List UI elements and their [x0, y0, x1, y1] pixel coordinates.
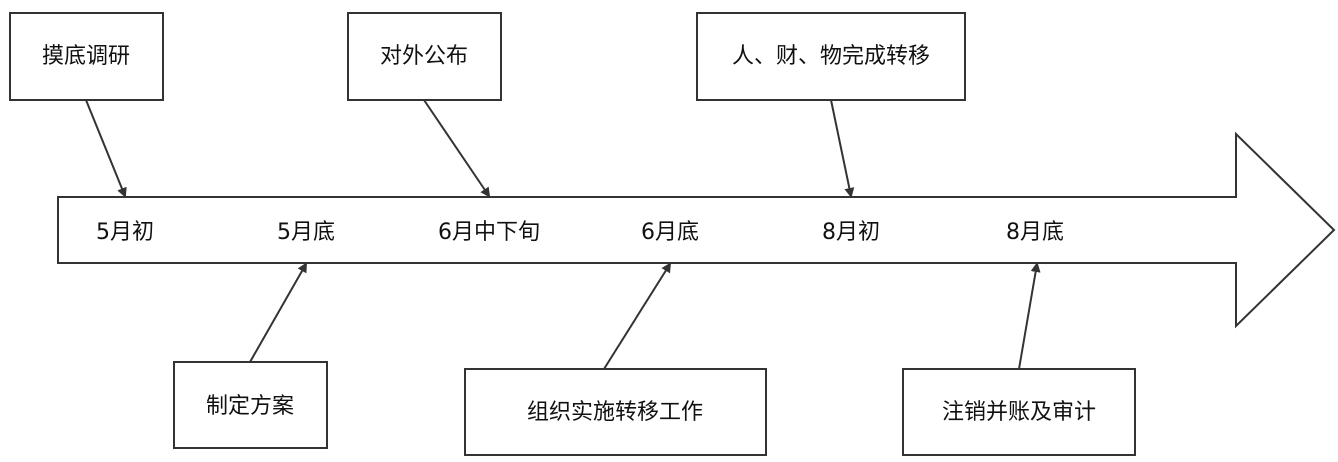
timeline-label-8-early: 8月初 — [822, 220, 880, 245]
connector-arrow-plan — [249, 262, 307, 363]
event-box-audit: 注销并账及审计 — [902, 368, 1136, 456]
event-text-implement: 组织实施转移工作 — [527, 400, 703, 425]
event-box-announce: 对外公布 — [347, 12, 502, 101]
event-box-plan: 制定方案 — [173, 361, 328, 449]
event-text-survey: 摸底调研 — [42, 44, 130, 69]
timeline-label-6-end: 6月底 — [641, 220, 699, 245]
connector-arrow-transfer-complete — [830, 99, 855, 198]
event-box-transfer-complete: 人、财、物完成转移 — [696, 12, 966, 101]
connector-arrow-audit — [1018, 262, 1041, 370]
event-box-implement: 组织实施转移工作 — [464, 368, 767, 456]
timeline-label-5-early: 5月初 — [96, 220, 154, 245]
connector-arrow-announce — [423, 99, 491, 198]
timeline-label-8-end: 8月底 — [1006, 220, 1064, 245]
timeline-arrow — [57, 131, 1336, 329]
connector-arrow-implement — [603, 262, 672, 370]
event-text-plan: 制定方案 — [206, 394, 294, 419]
timeline-label-6-mid-late: 6月中下旬 — [438, 220, 540, 245]
timeline-label-5-end: 5月底 — [277, 220, 335, 245]
connector-arrow-survey — [85, 99, 127, 198]
event-text-transfer-complete: 人、财、物完成转移 — [732, 44, 930, 69]
event-text-announce: 对外公布 — [380, 44, 468, 69]
event-text-audit: 注销并账及审计 — [942, 400, 1096, 425]
event-box-survey: 摸底调研 — [9, 12, 164, 101]
